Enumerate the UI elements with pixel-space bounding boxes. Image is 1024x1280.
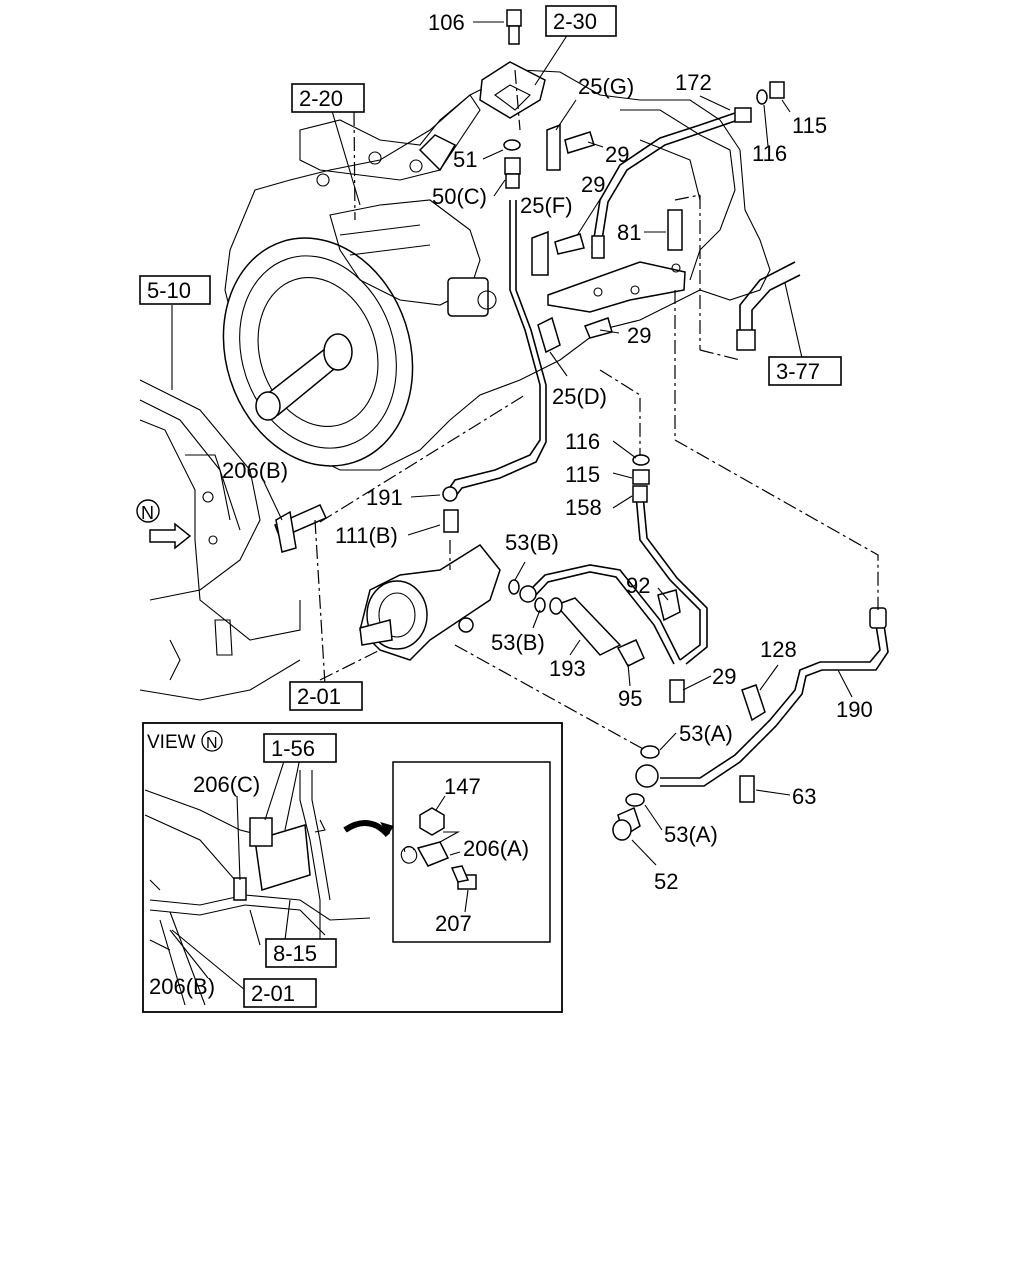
label-25d: 25(D) <box>552 384 607 409</box>
label-191: 191 <box>366 485 403 510</box>
label-95: 95 <box>618 686 642 711</box>
label-50c: 50(C) <box>432 184 487 209</box>
label-115-mid: 115 <box>565 462 600 487</box>
label-128: 128 <box>760 637 797 662</box>
label-106: 106 <box>428 10 465 35</box>
label-116-top: 116 <box>752 141 787 166</box>
label-147: 147 <box>444 774 481 799</box>
ref-2-20: 2-20 <box>299 86 343 111</box>
ref-8-15: 8-15 <box>273 941 317 966</box>
label-158: 158 <box>565 495 602 520</box>
n-marker-text: N <box>141 503 154 523</box>
label-206b-inset: 206(B) <box>149 974 215 999</box>
view-n-inset: VIEW N 1-56 8-15 2-01 206(C) 20 <box>142 722 563 1013</box>
label-25g: 25(G) <box>578 74 634 99</box>
label-81: 81 <box>617 220 641 245</box>
frame-rail <box>139 379 301 701</box>
label-29-a: 29 <box>605 142 629 167</box>
label-51: 51 <box>453 147 477 172</box>
ref-2-01: 2-01 <box>297 684 341 709</box>
ref-box-3-77[interactable] <box>768 356 842 386</box>
label-29-c: 29 <box>627 323 651 348</box>
label-63: 63 <box>792 784 816 809</box>
ref-2-30: 2-30 <box>553 9 597 34</box>
label-172: 172 <box>675 70 712 95</box>
slave-cylinder <box>359 544 501 661</box>
label-206c: 206(C) <box>193 772 260 797</box>
small-parts <box>149 9 785 841</box>
ref-1-56: 1-56 <box>271 736 315 761</box>
ref-2-01-inset: 2-01 <box>251 981 295 1006</box>
ref-box-2-20[interactable] <box>291 83 365 113</box>
view-title: VIEW <box>147 732 196 753</box>
transmission-body <box>222 69 771 471</box>
ref-box-1-56[interactable] <box>263 733 337 763</box>
label-193: 193 <box>549 656 586 681</box>
label-207: 207 <box>435 911 472 936</box>
ref-box-2-30[interactable] <box>545 5 617 37</box>
label-52: 52 <box>654 869 678 894</box>
label-53a-top: 53(A) <box>679 721 733 746</box>
label-206a: 206(A) <box>463 836 529 861</box>
view-n-marker: N <box>136 499 160 523</box>
label-190: 190 <box>836 697 873 722</box>
pipes <box>442 107 889 788</box>
ref-box-2-01-inset[interactable] <box>243 978 317 1008</box>
view-marker: N <box>206 735 218 752</box>
part-labels: 106 25(G) 172 115 116 29 51 50(C) 29 25(… <box>222 10 873 894</box>
ref-box-8-15[interactable] <box>265 938 337 968</box>
label-53b-top: 53(B) <box>505 530 559 555</box>
label-29-b: 29 <box>581 172 605 197</box>
ref-3-77: 3-77 <box>776 359 820 384</box>
label-116-mid: 116 <box>565 429 600 454</box>
label-53a-bottom: 53(A) <box>664 822 718 847</box>
ref-box-2-01[interactable] <box>289 681 363 711</box>
label-111b: 111(B) <box>335 523 398 548</box>
label-29-d: 29 <box>712 664 736 689</box>
ref-box-5-10[interactable] <box>139 275 211 305</box>
leader-lines <box>171 21 879 866</box>
label-92: 92 <box>626 573 650 598</box>
reference-boxes: 2-30 2-20 5-10 3-77 2-01 <box>139 5 842 711</box>
label-53b-bottom: 53(B) <box>491 630 545 655</box>
label-25f: 25(F) <box>520 193 573 218</box>
label-115-top: 115 <box>792 113 827 138</box>
ref-5-10: 5-10 <box>147 278 191 303</box>
label-206b: 206(B) <box>222 458 288 483</box>
